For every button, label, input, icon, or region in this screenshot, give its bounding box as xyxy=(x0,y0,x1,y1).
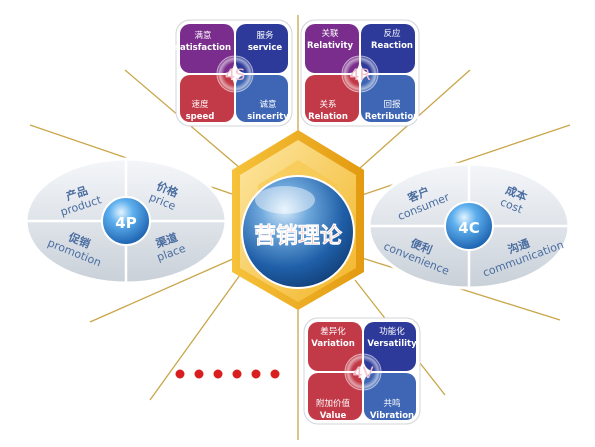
s4-quadrant-3 xyxy=(180,75,234,122)
s4-q1-en: satisfaction xyxy=(175,43,231,53)
s4-q3-en: speed xyxy=(186,112,215,122)
v4-q1-cn: 差异化 xyxy=(320,326,346,337)
r4-quadrant-3 xyxy=(305,75,359,122)
v4-quadrant-4 xyxy=(364,373,416,420)
title-4v: 4V xyxy=(352,363,373,382)
r4-q3-en: Relation xyxy=(308,112,348,122)
title-4c: 4C xyxy=(458,219,479,237)
r4-q4-cn: 回报 xyxy=(383,99,401,110)
p4-q1-cn: 产品 xyxy=(64,183,89,203)
r4-quadrant-2 xyxy=(361,24,415,73)
v4-q2-cn: 功能化 xyxy=(379,326,405,337)
v4-quadrant-3 xyxy=(308,373,362,420)
v4-quadrant-2 xyxy=(364,322,416,371)
ellipsis-dot xyxy=(251,369,261,379)
title-4s: 4S xyxy=(225,65,245,84)
spoke-lower-left-2 xyxy=(149,274,241,401)
model-4c: 4C 客户 consumer 成本 cost 便利 convenience 沟通… xyxy=(367,162,571,290)
r4-q2-cn: 反应 xyxy=(383,28,401,39)
s4-q4-en: sincerity xyxy=(247,112,289,122)
sphere-4p xyxy=(101,196,151,246)
v4-q3-en: Value xyxy=(320,411,347,421)
r4-q1-en: Relativity xyxy=(307,41,353,51)
sphere-4c xyxy=(444,201,494,251)
r4-quadrant-4 xyxy=(361,75,415,122)
model-4r: 4R 关联 Relativity 反应 Reaction 关系 Relation… xyxy=(300,19,420,127)
s4-quadrant-1 xyxy=(180,24,234,73)
ellipsis-dot xyxy=(270,369,280,379)
r4-q4-en: Retribution xyxy=(365,112,419,122)
v4-q4-en: Vibration xyxy=(370,411,414,421)
r4-q3-cn: 关系 xyxy=(319,99,336,110)
s4-quadrant-2 xyxy=(236,24,288,73)
ellipsis-dot xyxy=(232,369,242,379)
r4-q1-cn: 关联 xyxy=(321,28,339,39)
r4-quadrant-1 xyxy=(305,24,359,73)
model-4s: 4S 满意 satisfaction 服务 service 速度 speed 诚… xyxy=(175,19,293,127)
v4-q1-en: Variation xyxy=(311,339,355,349)
v4-q3-cn: 附加价值 xyxy=(316,398,351,409)
title-4r: 4R xyxy=(349,65,370,84)
v4-q4-cn: 共鸣 xyxy=(383,398,400,409)
model-4v: 4V 差异化 Variation 功能化 Versatility 附加价值 Va… xyxy=(303,317,421,425)
v4-quadrant-1 xyxy=(308,322,362,371)
s4-q4-cn: 诚意 xyxy=(259,99,276,110)
s4-q3-cn: 速度 xyxy=(191,99,209,110)
more-models-ellipsis xyxy=(175,369,280,379)
model-4p: 4P 产品 product 价格 price 促销 promotion 渠道 p… xyxy=(24,157,228,285)
ellipsis-dot xyxy=(175,369,185,379)
title-4p: 4P xyxy=(115,214,136,232)
center-sphere: 营销理论 xyxy=(241,175,355,289)
spoke-lower-left-1 xyxy=(89,257,236,323)
s4-quadrant-4 xyxy=(236,75,288,122)
ellipsis-dot xyxy=(213,369,223,379)
r4-q2-en: Reaction xyxy=(371,41,413,51)
s4-q1-cn: 满意 xyxy=(194,30,211,41)
s4-q2-en: service xyxy=(248,43,283,53)
center-title: 营销理论 xyxy=(254,223,343,249)
s4-q2-cn: 服务 xyxy=(256,30,274,41)
ellipsis-dot xyxy=(194,369,204,379)
v4-q2-en: Versatility xyxy=(367,339,417,349)
